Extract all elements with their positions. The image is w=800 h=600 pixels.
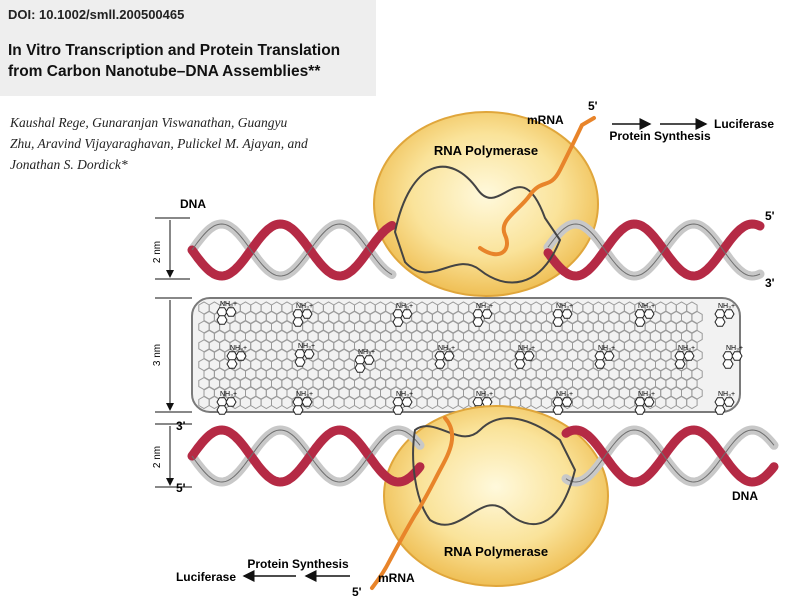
protein-synthesis-label-bottom: Protein Synthesis xyxy=(247,557,349,571)
pyrene-amine-group: NH₃+ xyxy=(434,345,455,369)
svg-text:NH₃+: NH₃+ xyxy=(358,349,375,356)
svg-text:NH₃+: NH₃+ xyxy=(296,391,313,398)
pyrene-amine-group: NH₃+ xyxy=(292,391,313,415)
rna-polymerase-top-label: RNA Polymerase xyxy=(434,143,538,158)
svg-text:NH₃+: NH₃+ xyxy=(220,391,237,398)
luciferase-label-bottom: Luciferase xyxy=(176,570,236,584)
dna-helix-top xyxy=(187,219,765,281)
svg-text:NH₃+: NH₃+ xyxy=(598,345,615,352)
carbon-nanotube: NH₃+ NH₃+ NH₃+ NH₃+ NH₃+ NH₃+ NH₃+ NH₃+ NH₃+ NH₃+… xyxy=(191,297,743,415)
pyrene-amine-group: NH₃+ xyxy=(722,345,743,369)
mrna-5prime-bottom: 5' xyxy=(352,585,362,599)
pyrene-amine-group: NH₃+ xyxy=(226,345,247,369)
scale-bar-bottom-2nm xyxy=(155,423,192,488)
svg-text:NH₃+: NH₃+ xyxy=(298,343,315,350)
pyrene-amine-group: NH₃+ xyxy=(594,345,615,369)
dna-label-bottom: DNA xyxy=(732,489,758,503)
strand-end-5prime-bottom-left: 5' xyxy=(176,481,186,495)
article-title: In Vitro Transcription and Protein Trans… xyxy=(8,42,341,80)
pyrene-amine-group: NH₃+ xyxy=(354,349,375,373)
scale-label-nanotube: 3 nm xyxy=(152,344,163,366)
svg-text:NH₃+: NH₃+ xyxy=(718,303,735,310)
doi-text: DOI: 10.1002/smll.200500465 xyxy=(8,7,185,22)
rna-polymerase-top xyxy=(373,111,599,297)
svg-text:NH₃+: NH₃+ xyxy=(476,303,493,310)
article-header-band xyxy=(0,0,376,96)
nanotube-hexagon xyxy=(686,395,698,410)
dna-label-top: DNA xyxy=(180,197,206,211)
pyrene-amine-group: NH₃+ xyxy=(634,391,655,415)
pyrene-amine-group: NH₃+ xyxy=(392,303,413,327)
svg-text:NH₃+: NH₃+ xyxy=(220,301,237,308)
dna-helix-bottom xyxy=(187,425,779,487)
strand-end-3prime-top-right: 3' xyxy=(765,276,775,290)
pyrene-amine-group: NH₃+ xyxy=(714,303,735,327)
pyrene-amine-group: NH₃+ xyxy=(294,343,315,367)
pyrene-amine-group: NH₃+ xyxy=(714,391,735,415)
pyrene-amine-group: NH₃+ xyxy=(674,345,695,369)
strand-end-3prime-bottom-left: 3' xyxy=(176,419,186,433)
protein-synthesis-label-top: Protein Synthesis xyxy=(609,129,711,143)
mrna-strand-top xyxy=(478,116,596,256)
scale-label-bottom: 2 nm xyxy=(152,446,163,468)
svg-text:NH₃+: NH₃+ xyxy=(438,345,455,352)
transcription-bubble-bottom xyxy=(412,417,577,526)
svg-text:NH₃+: NH₃+ xyxy=(396,391,413,398)
mrna-5prime-top: 5' xyxy=(588,99,598,113)
pyrene-amine-group: NH₃+ xyxy=(514,345,535,369)
rna-polymerase-bottom-label: RNA Polymerase xyxy=(444,544,548,559)
strand-end-5prime-top-right: 5' xyxy=(765,209,775,223)
rna-polymerase-bottom xyxy=(383,405,609,587)
mrna-strand-bottom xyxy=(370,416,455,590)
svg-text:NH₃+: NH₃+ xyxy=(718,391,735,398)
pyrene-amine-group: NH₃+ xyxy=(392,391,413,415)
pyrene-amine-group: NH₃+ xyxy=(216,301,237,325)
svg-text:NH₃+: NH₃+ xyxy=(396,303,413,310)
transcription-bubble-top xyxy=(393,165,562,284)
pyrene-amine-group: NH₃+ xyxy=(292,303,313,327)
svg-text:NH₃+: NH₃+ xyxy=(726,345,743,352)
pyrene-amine-group: NH₃+ xyxy=(552,303,573,327)
pyrene-amine-group: NH₃+ xyxy=(216,391,237,415)
svg-text:NH₃+: NH₃+ xyxy=(638,303,655,310)
svg-text:NH₃+: NH₃+ xyxy=(638,391,655,398)
svg-text:NH₃+: NH₃+ xyxy=(678,345,695,352)
luciferase-label-top: Luciferase xyxy=(714,117,774,131)
svg-text:NH₃+: NH₃+ xyxy=(296,303,313,310)
svg-text:NH₃+: NH₃+ xyxy=(476,391,493,398)
pyrene-amine-group: NH₃+ xyxy=(472,303,493,327)
scale-bar-nanotube-3nm xyxy=(155,297,192,413)
svg-text:NH₃+: NH₃+ xyxy=(230,345,247,352)
mrna-label-top: mRNA xyxy=(527,113,564,127)
scale-bar-top-2nm xyxy=(155,217,190,280)
mrna-label-bottom: mRNA xyxy=(378,571,415,585)
pyrene-amine-group: NH₃+ xyxy=(634,303,655,327)
svg-text:NH₃+: NH₃+ xyxy=(556,303,573,310)
pyrene-amine-group: NH₃+ xyxy=(552,391,573,415)
svg-text:NH₃+: NH₃+ xyxy=(556,391,573,398)
scale-label-top: 2 nm xyxy=(152,241,163,263)
svg-text:NH₃+: NH₃+ xyxy=(518,345,535,352)
author-list: Kaushal Rege, Gunaranjan Viswanathan, Gu… xyxy=(10,115,308,172)
